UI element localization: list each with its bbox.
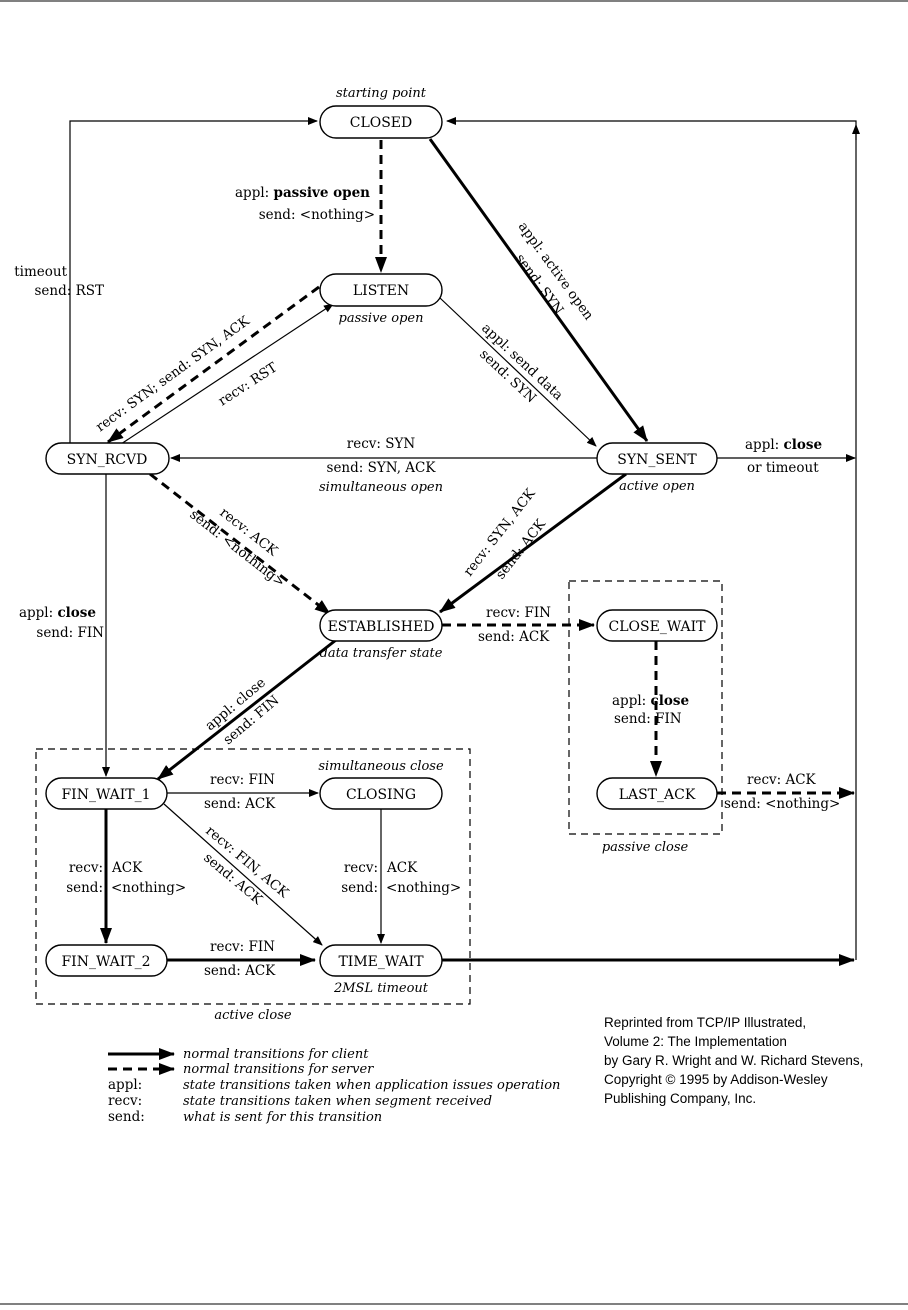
label-recv-fin-established: recv: FIN bbox=[486, 605, 551, 621]
label-recv-fin-fin-wait-2: recv: FIN bbox=[210, 939, 275, 955]
caption-data-transfer-state: data transfer state bbox=[320, 646, 443, 661]
edge-syn-rcvd-established bbox=[149, 472, 331, 616]
label-send-ack-fin-wait-2: send: ACK bbox=[204, 963, 276, 979]
edge-established-fin-wait-1 bbox=[157, 638, 337, 781]
label-send-fin-close-wait: send: FIN bbox=[614, 711, 682, 727]
edge-syn-rcvd-timeout bbox=[69, 117, 318, 446]
label-nothing-fw1-right: <nothing> bbox=[111, 880, 186, 896]
caption-active-open: active open bbox=[619, 479, 695, 494]
legend-recv-desc: state transitions taken when segment rec… bbox=[183, 1094, 492, 1109]
caption-simultaneous-open: simultaneous open bbox=[319, 480, 443, 495]
state-label: FIN_WAIT_2 bbox=[61, 954, 150, 970]
label-timeout: timeout bbox=[14, 264, 67, 280]
label-passive-open-op: passive open bbox=[274, 185, 371, 201]
state-fin-wait-2: FIN_WAIT_2 bbox=[45, 944, 168, 977]
edge-syn-sent-established bbox=[439, 472, 627, 614]
label-send-ack-fin-wait-1: send: ACK bbox=[204, 796, 276, 812]
state-time-wait: TIME_WAIT bbox=[319, 944, 443, 977]
credit-block: Reprinted from TCP/IP Illustrated, Volum… bbox=[604, 1015, 863, 1106]
label-recv-ack-last-ack: recv: ACK bbox=[747, 772, 817, 788]
state-label: SYN_RCVD bbox=[67, 452, 148, 468]
label-ack-closing-right: ACK bbox=[386, 860, 418, 876]
credit-line: Copyright © 1995 by Addison-Wesley bbox=[604, 1072, 828, 1087]
credit-line: Reprinted from TCP/IP Illustrated, bbox=[604, 1015, 806, 1030]
credit-line: by Gary R. Wright and W. Richard Stevens… bbox=[604, 1053, 863, 1068]
label-close-op: close bbox=[784, 437, 823, 453]
passive-close-box bbox=[568, 580, 723, 835]
credit-line: Publishing Company, Inc. bbox=[604, 1091, 756, 1106]
state-fin-wait-1: FIN_WAIT_1 bbox=[45, 777, 168, 810]
label-appl-close-close-wait: appl: close bbox=[612, 693, 689, 709]
label-appl-close-syn-sent: appl: close bbox=[745, 437, 822, 453]
state-label: LAST_ACK bbox=[619, 787, 696, 803]
edge-listen-syn-sent bbox=[439, 297, 597, 447]
label-appl-prefix: appl: bbox=[612, 693, 651, 709]
state-label: LISTEN bbox=[353, 283, 409, 299]
edge-closed-syn-sent bbox=[428, 138, 649, 442]
state-established: ESTABLISHED bbox=[319, 609, 443, 642]
legend-appl-key: appl: bbox=[108, 1077, 142, 1093]
label-recv-syn-send-syn-ack: recv: SYN; send: SYN, ACK bbox=[93, 313, 253, 436]
active-close-box bbox=[35, 748, 471, 1005]
label-nothing-closing-right: <nothing> bbox=[386, 880, 461, 896]
state-last-ack: LAST_ACK bbox=[596, 777, 718, 810]
label-appl-prefix: appl: bbox=[235, 185, 274, 201]
legend-server-text: normal transitions for server bbox=[183, 1062, 374, 1077]
label-send-ack-established: send: ACK bbox=[478, 629, 550, 645]
label-or-timeout: or timeout bbox=[747, 460, 819, 476]
caption-passive-open: passive open bbox=[339, 311, 424, 326]
legend-appl-desc: state transitions taken when application… bbox=[183, 1078, 560, 1093]
state-closing: CLOSING bbox=[319, 777, 443, 810]
label-recv-colon: recv: bbox=[69, 860, 103, 876]
edge-listen-syn-rcvd bbox=[107, 285, 320, 444]
label-send-nothing-last-ack: send: <nothing> bbox=[724, 796, 840, 812]
label-send-syn-ack: send: SYN, ACK bbox=[327, 460, 437, 476]
label-recv-fin-fin-wait-1: recv: FIN bbox=[210, 772, 275, 788]
state-syn-sent: SYN_SENT bbox=[596, 442, 718, 475]
label-send-nothing-passive: send: <nothing> bbox=[259, 207, 375, 223]
label-close-op: close bbox=[651, 693, 690, 709]
legend-send-key: send: bbox=[108, 1109, 145, 1125]
edge-fin-wait-1-time-wait bbox=[163, 803, 323, 946]
state-closed: CLOSED bbox=[319, 105, 443, 139]
state-label: FIN_WAIT_1 bbox=[61, 787, 150, 803]
caption-starting-point: starting point bbox=[336, 86, 427, 101]
legend-client-text: normal transitions for client bbox=[183, 1047, 369, 1062]
label-recv-rst: recv: RST bbox=[215, 360, 280, 410]
state-close-wait: CLOSE_WAIT bbox=[596, 609, 718, 642]
label-send-fin-syn-rcvd: send: FIN bbox=[36, 625, 104, 641]
label-appl-prefix: appl: bbox=[745, 437, 784, 453]
legend-recv-key: recv: bbox=[108, 1093, 142, 1109]
caption-2msl-timeout: 2MSL timeout bbox=[333, 981, 429, 996]
state-label: CLOSE_WAIT bbox=[609, 619, 707, 635]
label-recv-syn: recv: SYN bbox=[347, 436, 416, 452]
state-label: CLOSED bbox=[350, 115, 413, 131]
label-appl-close-syn-rcvd: appl: close bbox=[19, 605, 96, 621]
label-ack-fw1-right: ACK bbox=[111, 860, 143, 876]
state-label: CLOSING bbox=[346, 787, 416, 803]
legend: normal transitions for client normal tra… bbox=[108, 1047, 560, 1125]
label-send-rst: send: RST bbox=[34, 283, 104, 299]
state-listen: LISTEN bbox=[319, 273, 443, 307]
label-send-fw1-left: send: bbox=[66, 880, 103, 896]
edge-syn-rcvd-listen bbox=[117, 303, 334, 447]
label-close-op: close bbox=[57, 605, 96, 621]
legend-send-desc: what is sent for this transition bbox=[183, 1110, 382, 1125]
caption-active-close: active close bbox=[214, 1008, 292, 1023]
state-label: ESTABLISHED bbox=[328, 619, 435, 635]
caption-passive-close: passive close bbox=[602, 840, 689, 855]
caption-simultaneous-close: simultaneous close bbox=[318, 759, 444, 774]
label-recv-closing-left: recv: bbox=[344, 860, 378, 876]
state-syn-rcvd: SYN_RCVD bbox=[45, 442, 170, 475]
label-send-closing-left: send: bbox=[341, 880, 378, 896]
label-appl-passive-open: appl: passive open bbox=[235, 185, 370, 201]
state-label: TIME_WAIT bbox=[338, 954, 424, 970]
label-appl-prefix: appl: bbox=[19, 605, 58, 621]
label-recv-ack-fw1-left: recv: bbox=[69, 860, 103, 876]
state-label: SYN_SENT bbox=[617, 452, 697, 468]
edge-right-return bbox=[446, 117, 857, 960]
credit-line: Volume 2: The Implementation bbox=[604, 1034, 787, 1049]
